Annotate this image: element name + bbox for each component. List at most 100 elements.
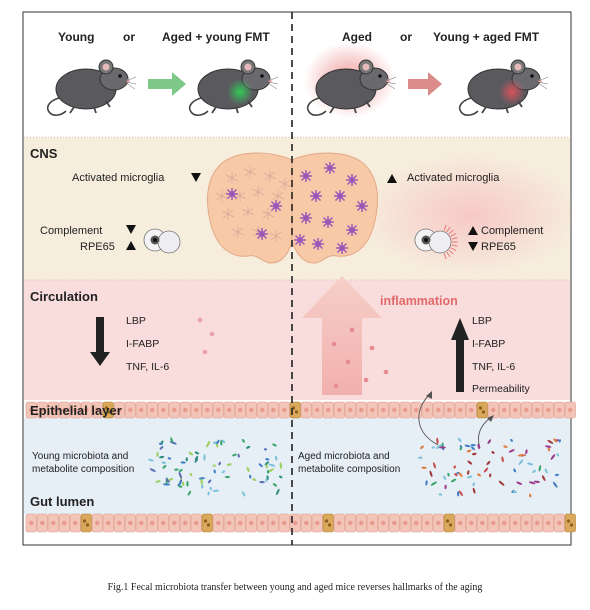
bacterium: [272, 483, 278, 487]
bacterium: [459, 446, 463, 451]
bacterium: [477, 443, 480, 450]
bacterium: [279, 462, 282, 470]
bacterium: [483, 467, 489, 473]
bacterium: [472, 487, 476, 494]
bacterium: [194, 455, 199, 463]
bacterium: [508, 449, 515, 453]
activated-microglia: [225, 187, 239, 201]
up-arrow-icon: [451, 318, 469, 392]
header-or-right: or: [400, 30, 412, 44]
up-triangle-icon: [468, 226, 478, 235]
bacterium: [467, 470, 470, 475]
bacterium: [471, 446, 475, 451]
bacterium: [513, 468, 517, 473]
bacterium: [252, 478, 257, 481]
bacterium: [553, 438, 558, 443]
activated-microglia: [345, 173, 359, 187]
bacterium: [177, 481, 182, 487]
bacterium: [167, 457, 172, 460]
up-triangle-icon: [126, 241, 136, 250]
cytokine-dots-left: [197, 317, 215, 355]
left-microbiota-line2: metabolite composition: [32, 464, 134, 475]
bacterium: [162, 464, 167, 469]
activated-microglia: [299, 211, 313, 225]
bacterium: [431, 446, 435, 449]
right-tnf-label: TNF, IL-6: [472, 361, 515, 373]
bacterium: [212, 464, 216, 467]
bacterium: [174, 468, 179, 471]
bacterium: [450, 478, 457, 483]
bacterium: [456, 471, 460, 475]
bacterium: [458, 490, 463, 497]
green-arrow-icon: [148, 72, 186, 96]
left-tnf-label: TNF, IL-6: [126, 361, 169, 373]
bacterium: [178, 471, 182, 479]
red-gut-glow: [499, 79, 525, 105]
bacterium: [265, 458, 270, 461]
right-microbiota-line2: metabolite composition: [298, 464, 400, 475]
bacterium: [249, 474, 252, 479]
bacterium: [438, 493, 443, 496]
bacterium: [544, 468, 548, 474]
activated-microglia: [321, 215, 335, 229]
goblet-cell: [443, 513, 455, 533]
bacterium: [510, 438, 513, 442]
bacterium: [165, 478, 170, 483]
bacterium: [218, 461, 222, 466]
bacterium: [182, 481, 185, 486]
header-young: Young: [58, 30, 94, 44]
bacterium: [213, 469, 216, 474]
activated-microglia: [355, 199, 369, 213]
bacterium: [458, 437, 462, 443]
bacterium: [159, 446, 164, 450]
right-microglia-label: Activated microglia: [407, 172, 500, 184]
bacterium: [547, 439, 554, 444]
bacterium: [246, 446, 251, 449]
down-triangle-icon: [126, 225, 136, 234]
inflammation-label: inflammation: [380, 294, 458, 308]
bacterium: [466, 475, 473, 479]
down-triangle-icon: [191, 173, 201, 182]
bacterium: [162, 483, 171, 486]
goblet-cell: [201, 513, 213, 533]
microbiota-particles: [148, 437, 561, 498]
gut-lumen-epithelium: [25, 513, 576, 533]
goblet-cell: [564, 513, 576, 533]
bacterium: [464, 444, 471, 448]
bacterium: [203, 454, 206, 461]
activated-microglia: [299, 169, 313, 183]
bacterium: [241, 438, 245, 443]
activated-microglia: [323, 161, 337, 175]
bacterium: [444, 484, 447, 490]
bacterium: [435, 444, 442, 449]
activated-microglia: [311, 237, 325, 251]
bacterium: [503, 445, 508, 448]
header-young-aged-fmt: Young + aged FMT: [433, 30, 540, 44]
bacterium: [216, 439, 220, 445]
bacterium: [265, 478, 268, 483]
bacterium: [201, 484, 204, 489]
bacterium: [263, 448, 267, 451]
activated-microglia: [269, 199, 283, 213]
bacterium: [178, 468, 183, 473]
green-gut-glow: [227, 79, 253, 105]
bacterium: [221, 470, 226, 474]
goblet-cell: [476, 401, 488, 419]
left-complement-label: Complement: [40, 225, 102, 237]
bacterium: [552, 481, 558, 488]
bacterium: [533, 480, 540, 483]
bacterium: [189, 472, 193, 477]
bacterium: [527, 462, 534, 466]
down-triangle-icon: [468, 242, 478, 251]
bacterium: [447, 472, 450, 477]
activated-microglia: [345, 223, 359, 237]
bacterium: [156, 451, 159, 458]
eye-icon: [143, 228, 181, 254]
bacterium: [272, 443, 277, 447]
bacterium: [517, 454, 526, 457]
goblet-cell: [80, 513, 92, 533]
bacterium: [532, 469, 536, 474]
bacterium: [470, 444, 476, 447]
bacterium: [237, 453, 240, 458]
bacterium: [453, 465, 456, 469]
